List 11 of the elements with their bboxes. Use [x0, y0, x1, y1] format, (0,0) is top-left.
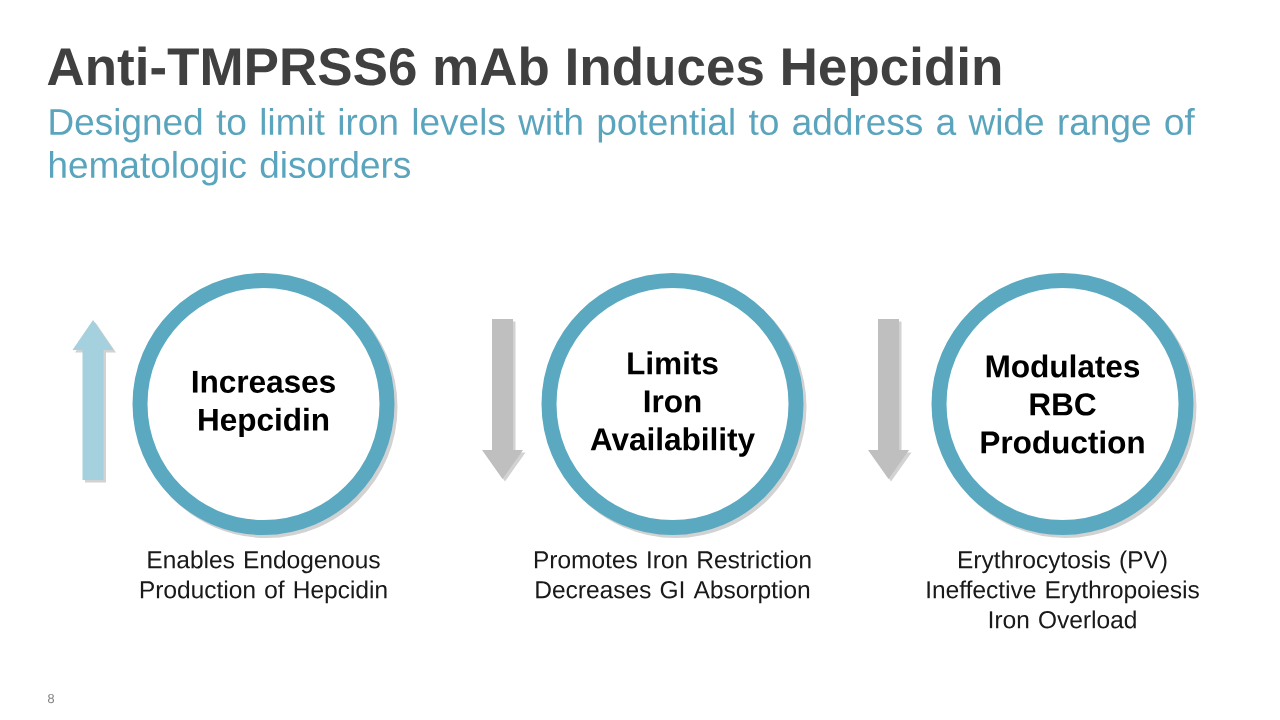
title: Anti-TMPRSS6 mAb Induces Hepcidin	[47, 46, 1001, 96]
caption-text: Iron Overload	[989, 610, 1136, 629]
caption-text: Enables Endogenous Production of Hepcidin	[140, 550, 387, 604]
page-number: 8	[47, 693, 55, 704]
caption-text: Erythrocytosis (PV)	[959, 550, 1167, 574]
caption-text: Ineffective Erythropoiesis	[927, 580, 1199, 604]
node-label: Modulates RBC Production	[981, 354, 1144, 454]
caption-text: Decreases GI Absorption	[536, 580, 810, 604]
caption-text: Promotes Iron Restriction	[534, 550, 811, 569]
node-label: Limits Iron Availability	[590, 351, 755, 457]
subtitle: Designed to limit iron levels with potential to address a wide range of hematologic disorders	[50, 107, 1195, 186]
